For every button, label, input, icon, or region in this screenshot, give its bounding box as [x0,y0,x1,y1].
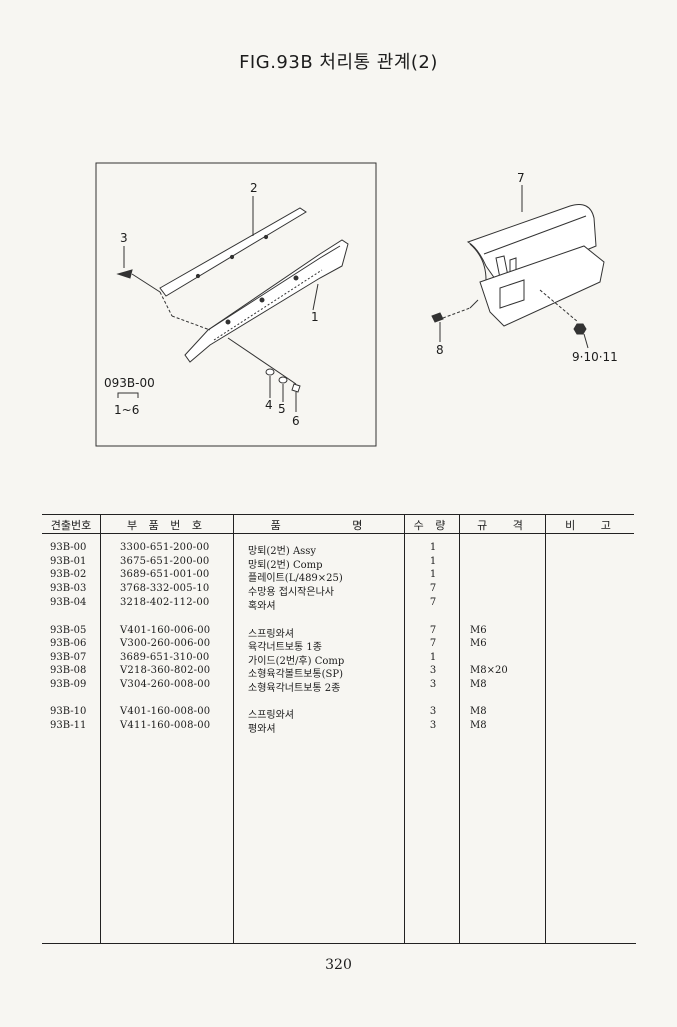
header-part-no: 부 품 번 호 [127,519,206,532]
col-divider [100,514,101,943]
cell-part: V304-260-008-00 [120,679,211,690]
callout-6: 6 [292,414,300,428]
table-bottom-rule [42,943,636,944]
cell-name: 망퇴(2번) Comp [248,560,323,571]
col-divider [545,514,546,943]
cell-spec: M8 [470,706,487,717]
cell-ref: 93B-11 [50,720,87,731]
cell-spec: M8 [470,720,487,731]
cell-qty: 1 [429,652,437,663]
cell-part: V401-160-008-00 [120,706,211,717]
parts-diagram [95,162,605,447]
cell-part: V401-160-006-00 [120,625,211,636]
cell-spec: M8×20 [470,665,508,676]
header-spec: 규 격 [477,519,527,532]
cell-ref: 93B-04 [50,597,87,608]
callout-2: 2 [250,181,258,195]
cell-name: 스프링와셔 [248,710,294,721]
cell-ref: 93B-09 [50,679,87,690]
col-divider [404,514,405,943]
cell-name: 망퇴(2번) Assy [248,546,317,557]
cell-spec: M6 [470,625,487,636]
cell-spec: M6 [470,638,487,649]
table-top-rule [42,514,634,515]
table-header-rule [42,533,634,534]
col-divider [233,514,234,943]
cell-part: 3300-651-200-00 [120,542,210,553]
cell-ref: 93B-10 [50,706,87,717]
cell-ref: 93B-02 [50,569,87,580]
col-divider [459,514,460,943]
cell-qty: 7 [429,597,437,608]
cell-qty: 7 [429,638,437,649]
cell-part: 3689-651-001-00 [120,569,210,580]
cell-name: 혹와셔 [248,601,276,612]
callout-8: 8 [436,343,444,357]
callout-7: 7 [517,171,525,185]
chute-drawing [184,239,349,363]
callout-9-10-11: 9·10·11 [572,350,618,364]
screw-drawing [116,269,211,331]
cell-part: V300-260-006-00 [120,638,211,649]
cell-part: V218-360-802-00 [120,665,211,676]
header-qty: 수 량 [413,519,450,532]
cell-ref: 93B-07 [50,652,87,663]
header-name: 품 명 [270,519,367,532]
cell-part: 3689-651-310-00 [120,652,210,663]
cell-qty: 3 [429,679,437,690]
cell-part: V411-160-008-00 [120,720,211,731]
cell-spec: M8 [470,679,487,690]
cell-qty: 7 [429,583,437,594]
cell-name: 육각너트보통 1종 [248,642,322,653]
cell-ref: 93B-01 [50,556,87,567]
page-number: 320 [325,957,352,973]
cell-name: 소형육각볼트보통(SP) [248,669,343,680]
cell-name: 소형육각너트보통 2종 [248,683,341,694]
page-title: FIG.93B 처리통 관계(2) [239,52,438,73]
cell-ref: 93B-08 [50,665,87,676]
fasteners-drawing [227,337,301,393]
cell-part: 3675-651-200-00 [120,556,210,567]
cell-ref: 93B-06 [50,638,87,649]
cell-name: 수망용 접시작은나사 [248,587,334,598]
guide-drawing [466,204,605,327]
cell-qty: 7 [429,625,437,636]
cell-name: 플레이트(L/489×25) [248,573,343,584]
cell-qty: 1 [429,556,437,567]
header-remarks: 비 고 [565,519,615,532]
assembly-range: 1~6 [114,403,140,417]
cell-part: 3768-332-005-10 [120,583,210,594]
cell-ref: 93B-05 [50,625,87,636]
callout-3: 3 [120,231,128,245]
callout-4: 4 [265,398,273,412]
cell-part: 3218-402-112-00 [120,597,210,608]
assembly-ref: 093B-00 [104,376,155,390]
callout-5: 5 [278,402,286,416]
cell-qty: 3 [429,665,437,676]
cell-qty: 3 [429,706,437,717]
callout-1: 1 [311,310,319,324]
cell-qty: 1 [429,569,437,580]
cell-name: 가이드(2번/후) Comp [248,656,345,667]
cell-qty: 1 [429,542,437,553]
cell-qty: 3 [429,720,437,731]
cell-ref: 93B-03 [50,583,87,594]
header-ref: 견출번호 [50,519,92,532]
cell-name: 평와셔 [248,724,276,735]
cell-ref: 93B-00 [50,542,87,553]
cell-name: 스프링와셔 [248,629,294,640]
